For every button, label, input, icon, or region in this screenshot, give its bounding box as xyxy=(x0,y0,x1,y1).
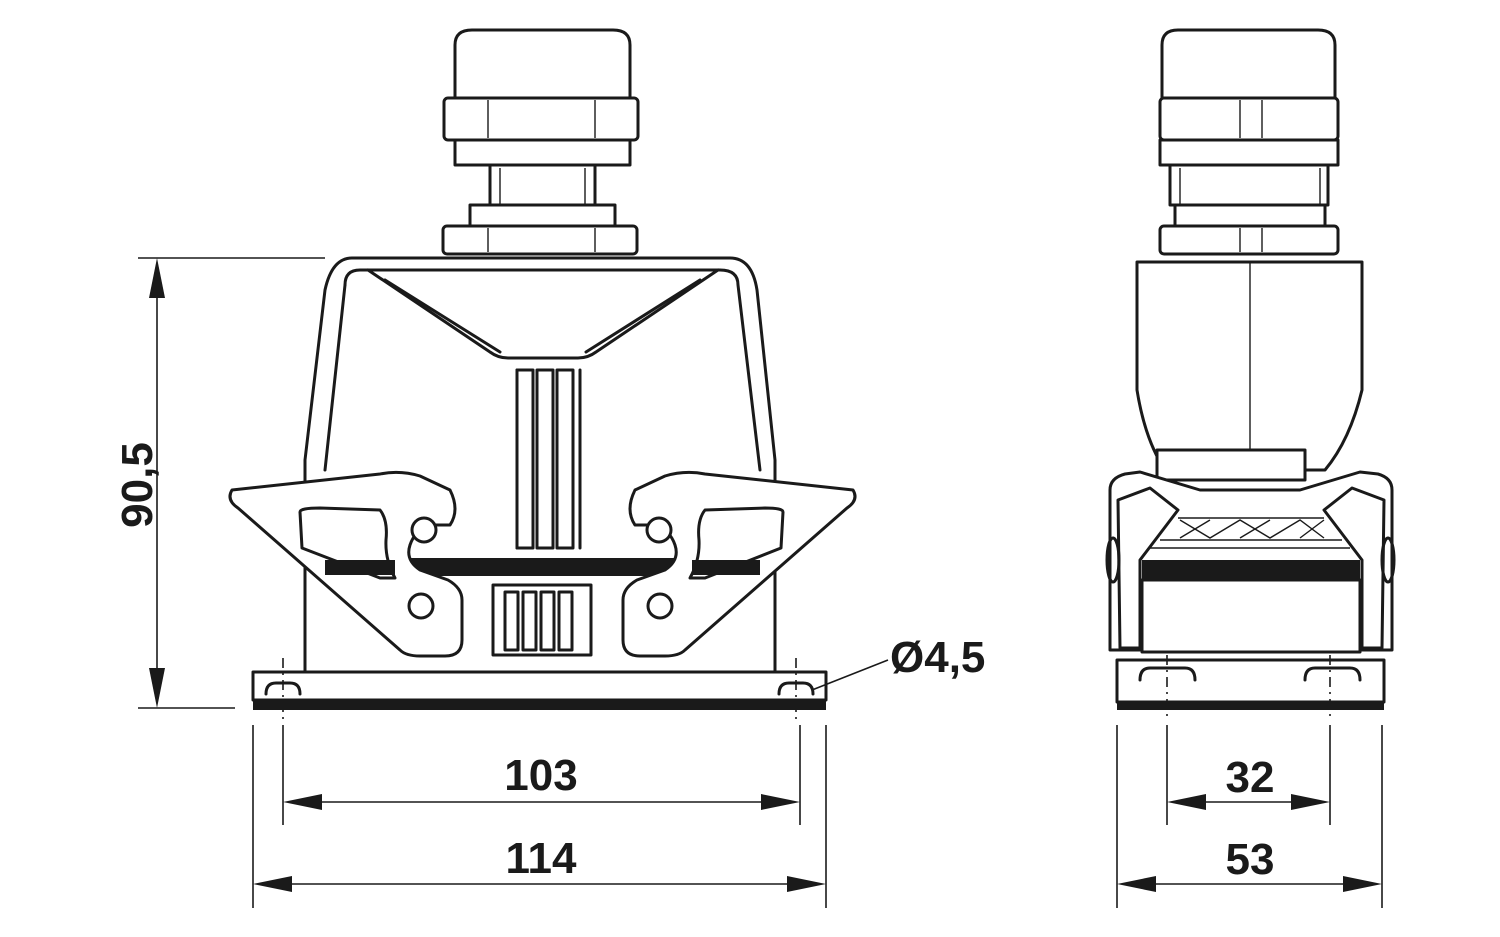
side-base-flange xyxy=(1115,658,1386,710)
front-base-flange xyxy=(251,670,828,710)
dimension-hole-diameter: Ø4,5 xyxy=(811,633,985,691)
dim-hole-diameter-label: Ø4,5 xyxy=(890,633,985,682)
side-view xyxy=(1105,28,1396,710)
dimension-hole-pitch-front: 103 xyxy=(282,725,801,825)
dimension-width-side: 53 xyxy=(1116,725,1383,908)
side-hood xyxy=(1135,260,1364,482)
side-lever-frame xyxy=(1105,470,1396,654)
dim-hole-pitch-front-label: 103 xyxy=(504,751,577,800)
dimension-height: 90,5 xyxy=(113,257,325,709)
front-lever-right xyxy=(621,470,857,658)
dim-width-side-label: 53 xyxy=(1226,835,1275,884)
front-cable-gland xyxy=(441,28,640,256)
dimension-hole-pitch-side: 32 xyxy=(1166,725,1331,825)
side-cable-gland xyxy=(1158,28,1340,256)
front-view xyxy=(228,28,857,710)
front-lever-left xyxy=(228,470,464,658)
dim-height-label: 90,5 xyxy=(113,442,162,528)
dimension-width-front: 114 xyxy=(252,725,827,908)
dim-width-front-label: 114 xyxy=(506,834,578,883)
dim-hole-pitch-side-label: 32 xyxy=(1226,753,1275,802)
front-hood xyxy=(303,256,777,674)
centerlines xyxy=(282,655,1331,720)
